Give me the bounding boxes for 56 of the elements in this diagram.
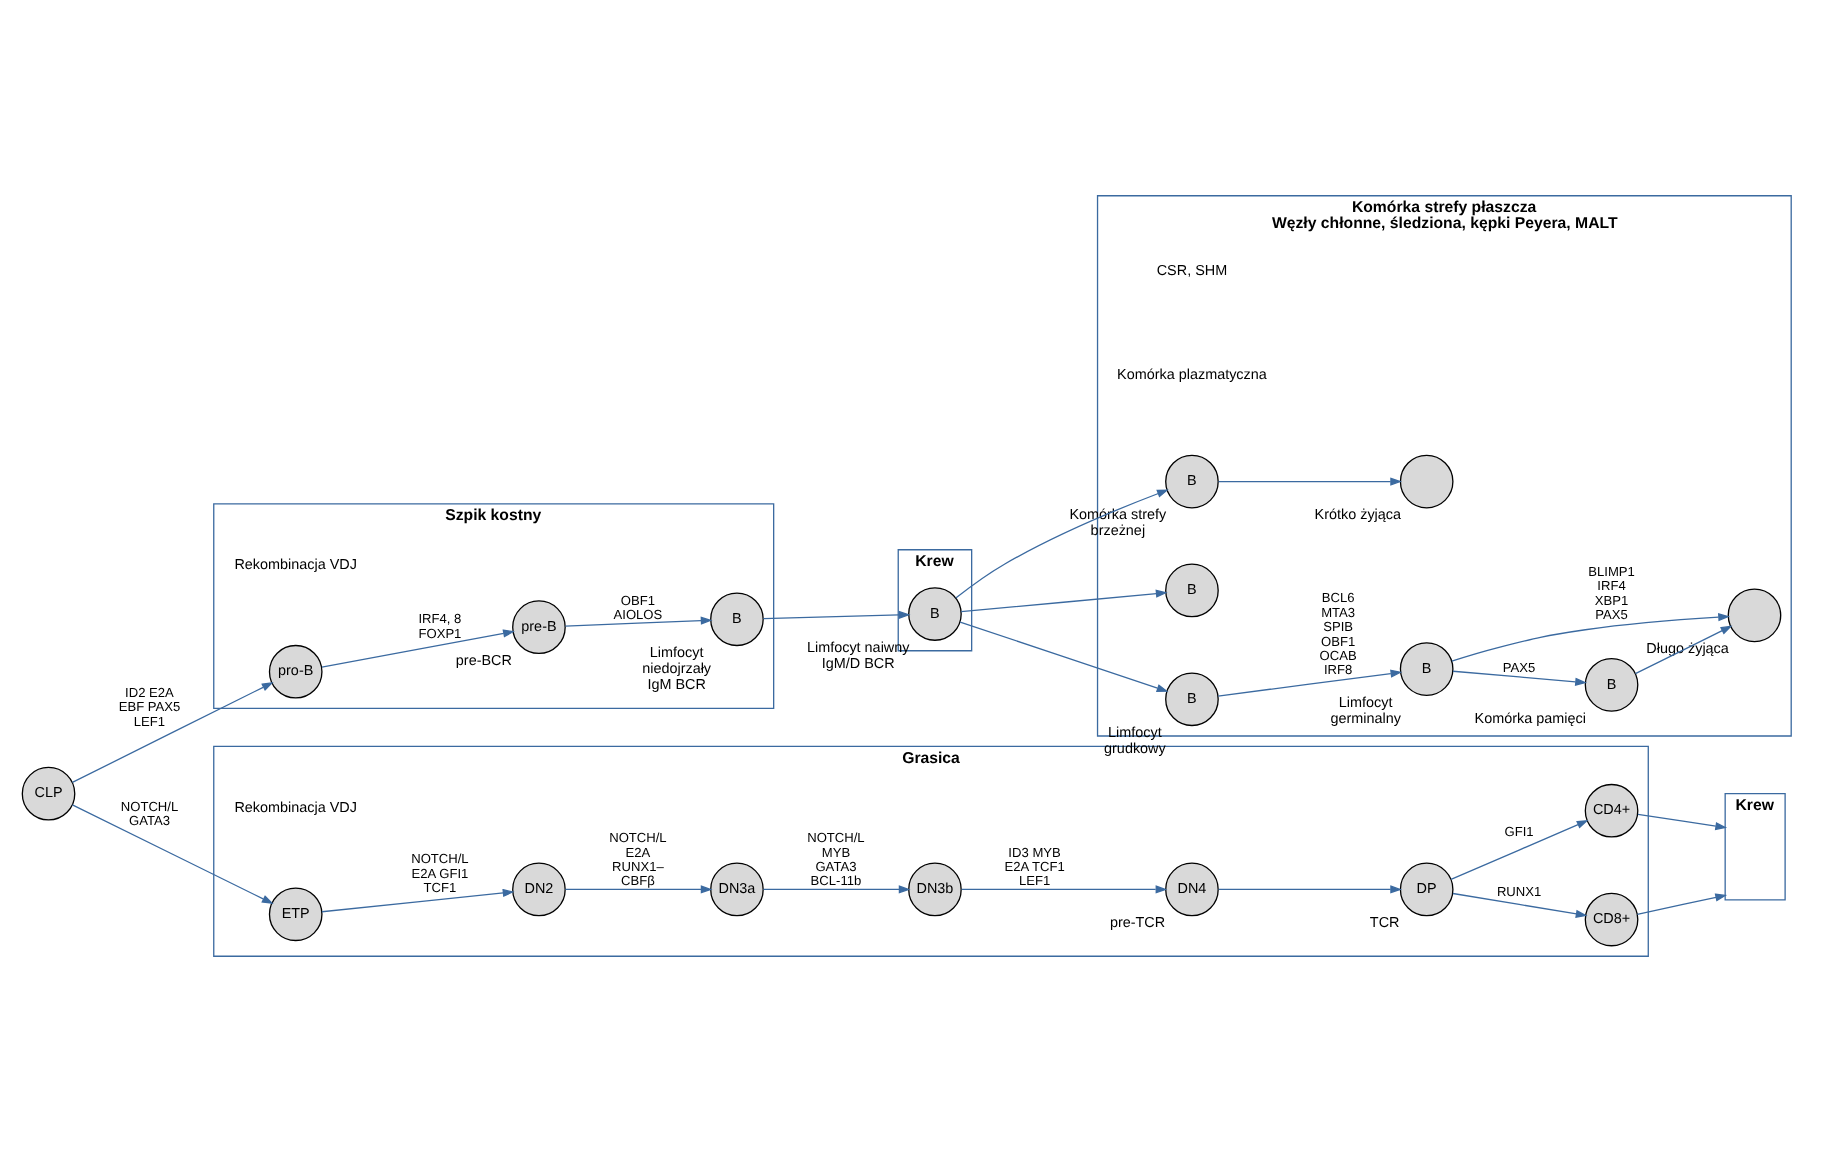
arrow — [321, 888, 515, 913]
arrow — [564, 885, 713, 894]
node-label: pre-BCR — [455, 650, 512, 669]
arrow — [960, 885, 1168, 894]
node-circle: DP — [1399, 862, 1454, 917]
arrow — [955, 489, 1169, 599]
node-circle: B — [1584, 657, 1639, 712]
arrow — [71, 804, 274, 905]
node-circle: DN3a — [710, 862, 764, 917]
arrow — [1636, 893, 1728, 915]
node-label: Komórka pamięci — [1474, 708, 1586, 727]
arrow — [1452, 670, 1587, 686]
node-circle: ETP — [268, 887, 323, 942]
node-label: Krótko żyjąca — [1314, 505, 1402, 524]
arrow — [1637, 813, 1728, 831]
arrow — [1452, 892, 1588, 918]
arrow — [564, 616, 713, 627]
node-circle: DN4 — [1165, 862, 1219, 917]
label: Rekombinacja VDJ — [234, 797, 357, 816]
node-circle: B — [1165, 672, 1219, 727]
node-circle: B — [1165, 454, 1219, 509]
arrow — [1217, 885, 1403, 894]
arrow — [71, 682, 274, 784]
arrow — [1451, 613, 1731, 662]
node-label: pre-TCR — [1109, 913, 1166, 932]
node-circle: B — [1165, 563, 1219, 618]
arrow — [959, 621, 1169, 692]
arrow — [1217, 669, 1403, 697]
arrow — [960, 589, 1168, 613]
node-label: IgM/D BCR — [821, 653, 895, 672]
node-circle: B — [1399, 642, 1454, 696]
node-circle: pre-B — [512, 600, 566, 654]
node-circle: DN3b — [908, 862, 962, 917]
node-label: Limfocyt niedojrzały — [642, 643, 712, 677]
node-circle — [1727, 588, 1782, 643]
node-label: Limfocyt germinalny — [1330, 692, 1401, 727]
arrow — [762, 885, 911, 894]
node-label: TCR — [1369, 913, 1400, 932]
label: Komórka plazmatyczna — [1117, 365, 1267, 384]
node-circle: B — [710, 592, 764, 647]
node-circle — [1399, 454, 1454, 509]
label: Rekombinacja VDJ — [234, 555, 357, 574]
node-circle: B — [908, 587, 962, 641]
arrow — [1217, 477, 1403, 486]
node-label: Długo żyjąca — [1646, 639, 1729, 658]
arrow — [321, 629, 515, 668]
arrow — [1450, 820, 1589, 881]
label: CSR, SHM — [1156, 261, 1228, 280]
node-label: IgM BCR — [647, 674, 706, 693]
arrow — [1634, 625, 1733, 675]
node-circle: DN2 — [512, 862, 566, 917]
node-circle: CD8+ — [1584, 892, 1639, 947]
node-circle: CLP — [21, 766, 76, 821]
node-circle: pro-B — [268, 644, 323, 699]
node-circle: CD4+ — [1584, 783, 1639, 838]
arrow — [762, 610, 911, 620]
